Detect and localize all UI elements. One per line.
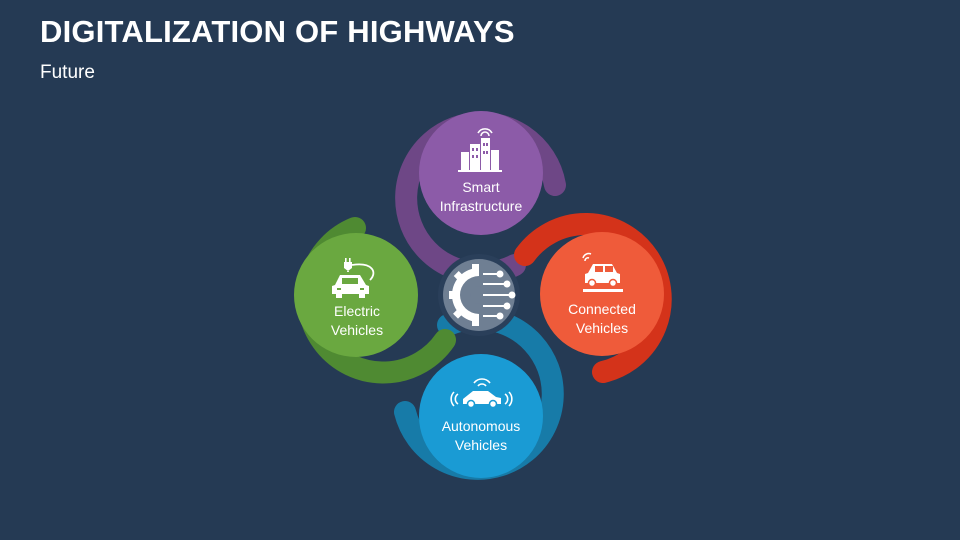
connected-vehicles-circle [540, 232, 664, 356]
connected-car-icon [582, 252, 623, 292]
city-buildings-icon [458, 128, 502, 172]
electric-car-icon [332, 258, 375, 298]
electric-vehicles-circle [294, 233, 418, 357]
autonomous-vehicles-label: Autonomous Vehicles [441, 418, 521, 453]
smart-infrastructure-label: Smart Infrastructure [439, 179, 523, 214]
connected-vehicles-label: Connected Vehicles [568, 301, 636, 336]
autonomous-vehicles-circle [419, 354, 543, 478]
smart-infrastructure-circle [419, 111, 543, 235]
autonomous-car-icon [450, 378, 513, 409]
electric-vehicles-label: Electric Vehicles [330, 303, 384, 338]
slide-subtitle: Future [40, 62, 95, 83]
digital-gear-icon [438, 254, 520, 336]
slide-title: DIGITALIZATION OF HIGHWAYS [40, 14, 515, 49]
